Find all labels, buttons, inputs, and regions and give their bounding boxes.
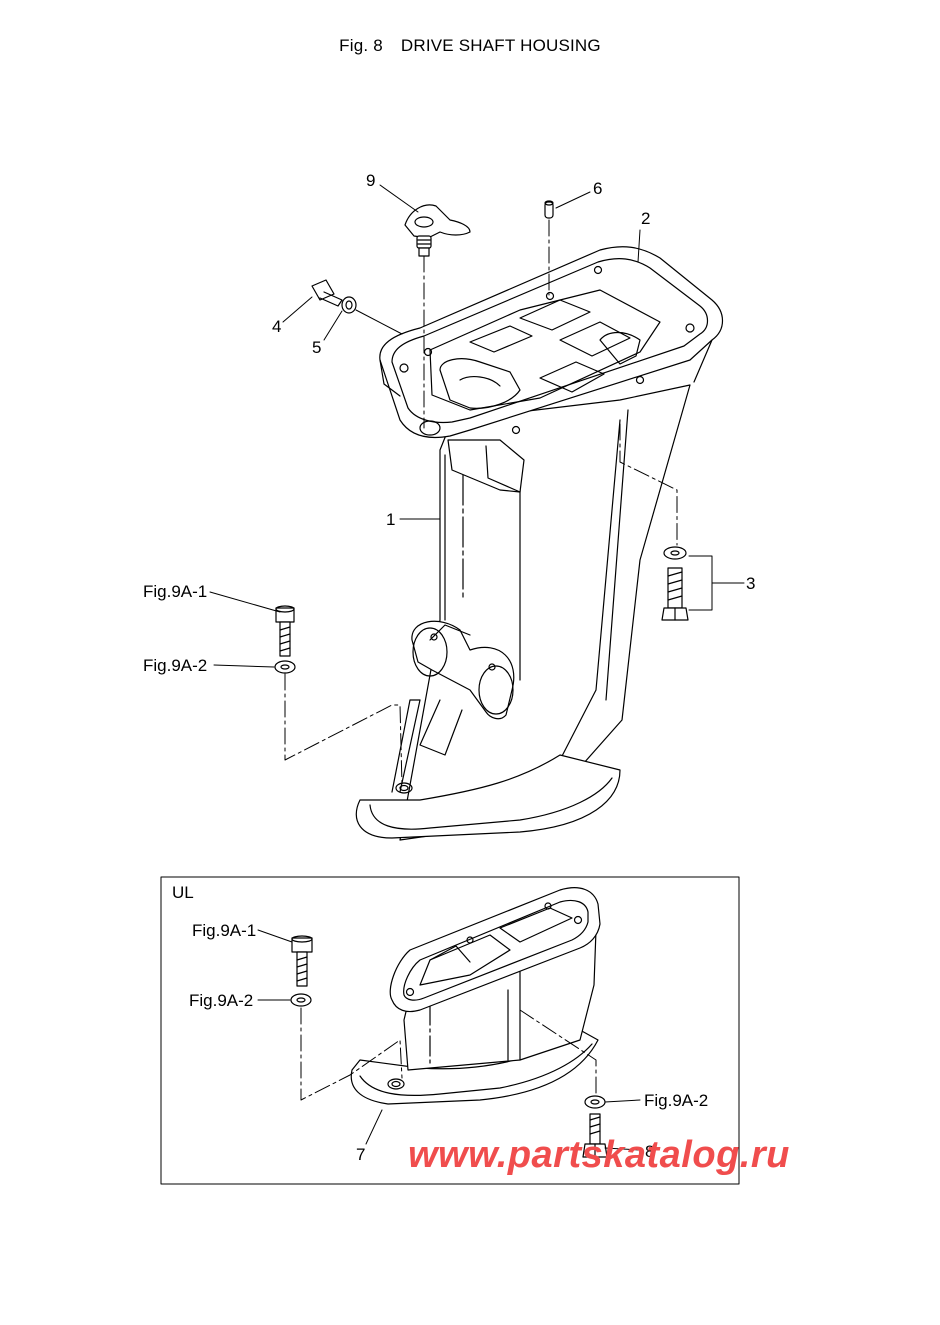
callout-ref-washer-main: Fig.9A-2 [143,656,207,675]
leader-lines-ul [257,929,641,1151]
page-title: Fig. 8 DRIVE SHAFT HOUSING [0,36,940,56]
washer-part-5 [341,296,357,314]
drive-shaft-housing-part-1 [355,246,724,841]
callout-5: 5 [312,338,321,357]
bolt-part-4 [311,279,343,307]
callout-9: 9 [366,171,375,190]
reference-washer-main [274,660,296,674]
callout-4: 4 [272,317,281,336]
plug-part-9 [404,204,471,257]
callout-3: 3 [746,574,755,593]
callout-ref-washer-ul: Fig.9A-2 [189,991,253,1010]
callout-ref-bolt-ul: Fig.9A-1 [192,921,256,940]
callout-7: 7 [356,1145,365,1164]
ul-housing-part-7 [350,887,601,1105]
callout-ref-washer-ul-right: Fig.9A-2 [644,1091,708,1110]
leader-lines-main [209,184,745,787]
inset-label: UL [172,883,194,902]
ul-inset-frame [160,876,740,1185]
bolt-part-8 [582,1113,608,1158]
ul-right-washer [584,1095,606,1109]
ul-reference-bolt [291,935,313,987]
callout-2: 2 [641,209,650,228]
ul-reference-washer [290,993,312,1007]
callout-6: 6 [593,179,602,198]
callout-ref-bolt-main: Fig.9A-1 [143,582,207,601]
watermark: www.partskatalog.ru [408,1134,790,1176]
dowel-pin-part-6 [544,200,554,219]
figure-name: DRIVE SHAFT HOUSING [400,36,601,55]
bolt-washer-part-3 [661,546,689,621]
callout-1: 1 [386,510,395,529]
callout-8: 8 [645,1142,654,1161]
figure-number: Fig. 8 [339,36,383,55]
reference-bolt-main [275,605,295,657]
